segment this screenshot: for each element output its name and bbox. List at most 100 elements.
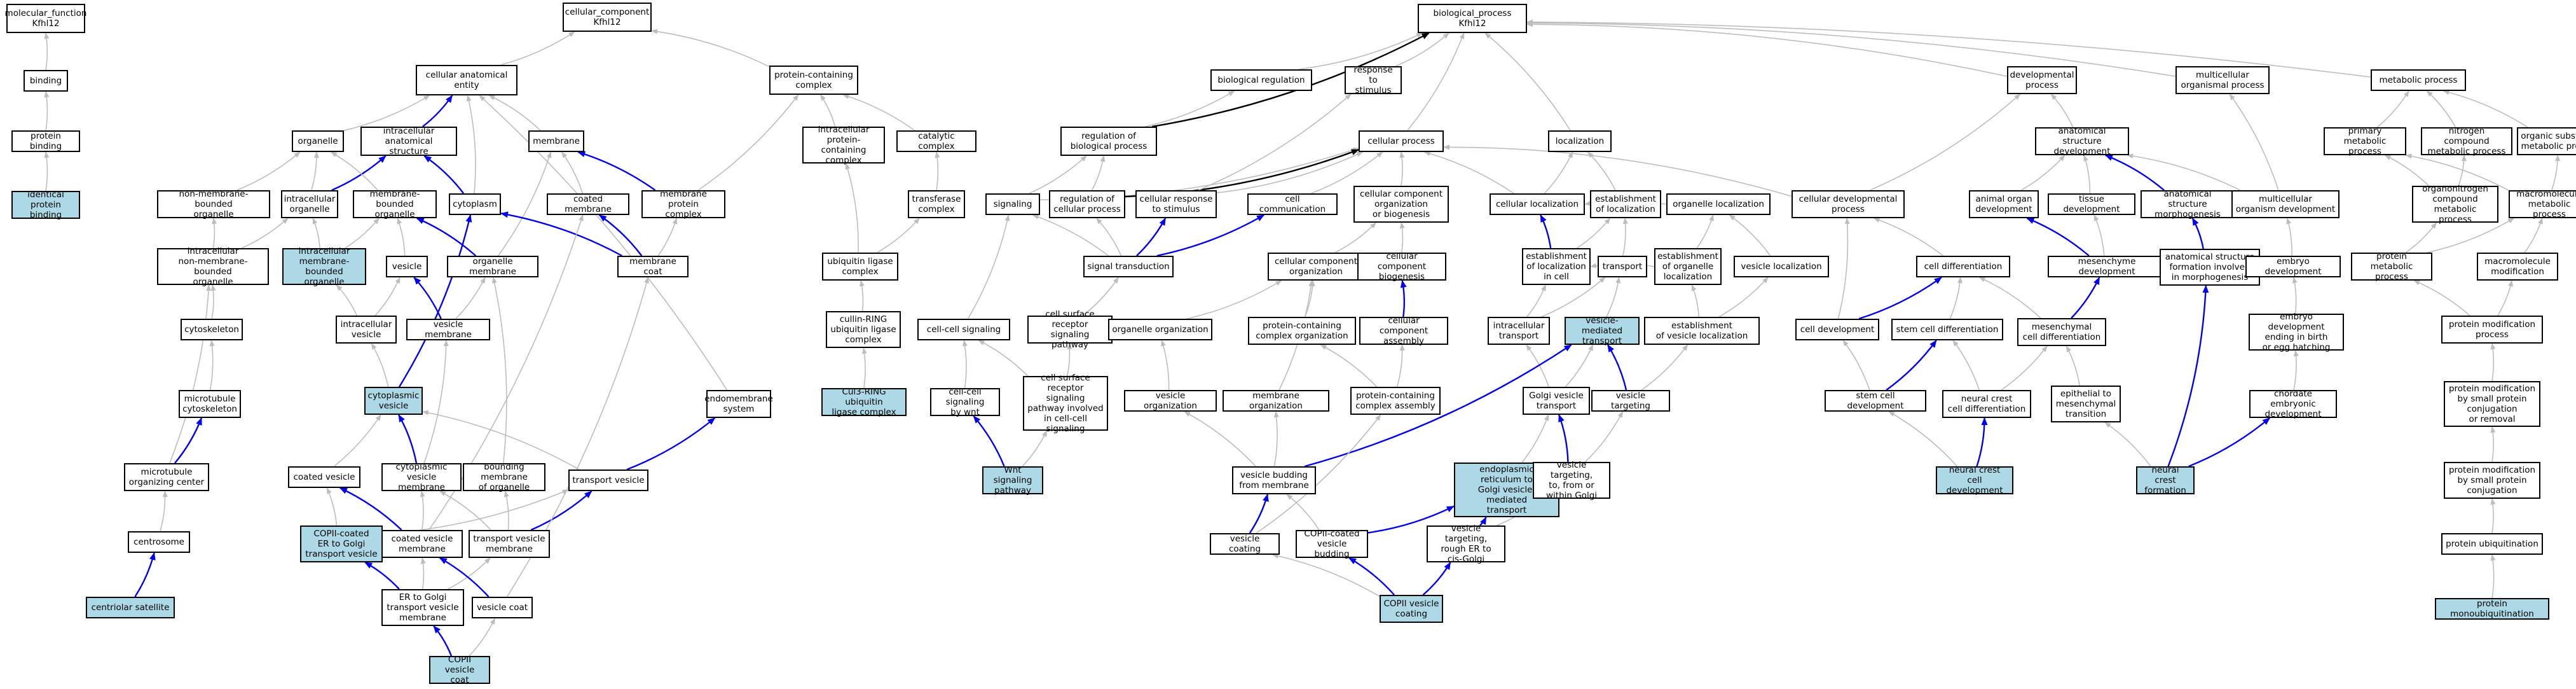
edge-cytovesicle-ivesicle	[371, 343, 389, 387]
edge-embhatch-embdev	[2292, 277, 2298, 314]
term-node-cullin: cullin-RING ubiquitin ligase complex	[826, 311, 901, 348]
term-node-ipcc: intracellular protein-containing complex	[802, 125, 885, 165]
term-node-cytoskel: cytoskeleton	[181, 319, 243, 340]
edge-imbo-iorg	[312, 218, 320, 249]
term-node-cul3: Cul3-RING ubiquitin ligase complex	[821, 387, 907, 417]
edge-wnt-csrspcc	[1022, 430, 1048, 467]
edge-protmono-protubiq	[2490, 554, 2496, 599]
edge-cellproc-bp	[1407, 32, 1465, 131]
term-node-embdev: embryo development	[2245, 256, 2341, 277]
edge-nmbo-organelle	[236, 151, 301, 191]
edge-cytoskel-inmbo	[210, 284, 216, 319]
edge-mpc-pcc	[697, 94, 799, 191]
term-node-macromod: macromolecule modification	[2477, 253, 2558, 281]
edge-transvesmem-boundmem	[504, 491, 509, 531]
term-node-pmsp: protein modification by small protein co…	[2444, 381, 2540, 427]
edge-mtoc-mtcyto	[174, 417, 203, 464]
edge-vescoating-pccassem	[1256, 414, 1381, 534]
edge-ias-cae	[422, 95, 453, 127]
term-node-estlocincell: establishment of localization in cell	[1522, 248, 1591, 285]
term-node-vtgolgi: vesicle targeting, to, from or within Go…	[1533, 460, 1610, 501]
term-node-estloc: establishment of localization	[1590, 190, 1661, 218]
edge-ubiq-transcx	[877, 218, 920, 253]
edge-vestarget-estvesloc	[1641, 344, 1689, 391]
edge-respstim-bp	[1395, 32, 1449, 67]
edge-ccob-cellproc	[1399, 151, 1405, 186]
edge-protmod-macromod	[2497, 280, 2513, 316]
edge-ivesicle-vesicle	[374, 277, 401, 316]
edge-ccsigwnt-cellcellsig	[962, 340, 968, 389]
term-node-endomem: endomembrane system	[704, 390, 773, 418]
term-node-emt: epithelial to mesenchymal transition	[2051, 386, 2121, 422]
edge-embdev-mod	[2286, 218, 2292, 256]
term-node-transves: transport vesicle	[568, 470, 648, 491]
edge-orgsub-metab	[2442, 90, 2528, 128]
term-node-cellcellsig: cell-cell signaling	[917, 319, 1010, 340]
term-node-macromet: macromolecule metabolic process	[2509, 189, 2576, 219]
edge-orgnitro-primmet	[2384, 155, 2429, 186]
edge-chordate-embhatch	[2293, 350, 2299, 391]
edge-organelle-cae	[343, 95, 430, 131]
edge-transport-estloc	[1622, 218, 1628, 256]
edge-mod-asd	[2127, 153, 2241, 191]
edge-coatmem-membrane	[561, 151, 584, 194]
edge-regcp-regbp	[1091, 155, 1106, 191]
term-node-ncdev: neural crest cell development	[1936, 465, 2013, 496]
term-node-cellcomm: cell communication	[1247, 193, 1338, 215]
term-node-mtcyto: microtubule cytoskeleton	[179, 390, 241, 418]
term-node-cellloc: cellular localization	[1490, 193, 1585, 215]
term-node-idprot: identical protein binding	[11, 190, 80, 220]
edge-stemdiff-celldiff	[1949, 277, 1963, 319]
term-node-aod: animal organ development	[1969, 190, 2039, 218]
edge-tissdev-asd	[2083, 155, 2091, 194]
term-node-orgnitro: organonitrogen compound metabolic proces…	[2412, 184, 2498, 225]
edge-membrane-cae	[488, 95, 541, 131]
term-node-bp: biological_process Kfhl12	[1418, 4, 1527, 33]
edge-cytoplasm-ias	[423, 155, 465, 194]
edge-regbp-bioreg	[1145, 90, 1235, 127]
edge-inmbo-iorg	[241, 218, 289, 249]
edge-vesbud-vesorg	[1184, 411, 1256, 467]
term-node-metab: metabolic process	[2371, 69, 2466, 91]
edge-vesmem-orgmem	[455, 277, 486, 319]
edge-celldevproc-cellproc	[1443, 144, 1792, 197]
edge-protbind-binding	[44, 91, 50, 131]
term-node-regcp: regulation of cellular process	[1049, 190, 1125, 218]
term-node-ccorg: cellular component organization	[1268, 253, 1364, 281]
term-node-cc: cellular_component Kfhl12	[563, 3, 652, 32]
term-node-multiorg: multicellular organismal process	[2175, 66, 2270, 94]
term-node-localization: localization	[1548, 130, 1612, 152]
edge-vesorg-orgorg	[1161, 340, 1170, 391]
term-node-mpc: membrane protein complex	[641, 189, 725, 219]
edge-vesmem-vesicle	[413, 277, 442, 319]
edge-itransport-transport	[1541, 277, 1606, 317]
term-node-catcx: catalytic complex	[896, 130, 976, 152]
edge-mescelldiff-celldiff	[1978, 277, 2041, 319]
edge-sigtrans-regcp	[1095, 218, 1122, 256]
edge-mbo-organelle	[330, 151, 378, 191]
edge-copiibud-ertogolgivt	[1367, 505, 1455, 534]
term-node-mod: multicellular organism development	[2231, 190, 2340, 218]
edge-copiicoated-transves	[382, 489, 569, 535]
edge-emt-mescelldiff	[2066, 345, 2080, 386]
term-node-stemdiff: stem cell differentiation	[1891, 319, 2003, 340]
edge-macromet-primmet	[2405, 153, 2509, 191]
term-node-vescoat: vesicle coat	[472, 597, 533, 618]
term-node-ubiq: ubiquitin ligase complex	[822, 253, 898, 281]
term-node-protmet: protein metabolic process	[2351, 251, 2432, 282]
edge-ccorg-ccob	[1334, 222, 1377, 253]
edge-vesbud-memorg	[1273, 411, 1279, 467]
edge-ipcc-pcc	[819, 94, 836, 127]
edge-estvesloc-estorgloc	[1691, 284, 1699, 317]
edge-cellloc-localization	[1544, 151, 1573, 194]
term-node-signaling: signaling	[985, 193, 1040, 215]
term-node-mesdev: mesenchyme development	[2048, 256, 2166, 277]
edge-vtgolgi-golgivt	[1558, 414, 1569, 463]
edge-coatvesmem-cytovesmem	[420, 491, 425, 531]
term-node-copiicoat: COPII vesicle coat	[429, 655, 490, 685]
term-node-embhatch: embryo development ending in birth or eg…	[2249, 312, 2344, 352]
edge-vmt-transport	[1606, 277, 1621, 317]
edge-boundmem-orgmem	[491, 277, 507, 464]
term-node-ncdiff: neural crest cell differentiation	[1942, 390, 2031, 418]
term-node-mescelldiff: mesenchymal cell differentiation	[2017, 318, 2106, 346]
